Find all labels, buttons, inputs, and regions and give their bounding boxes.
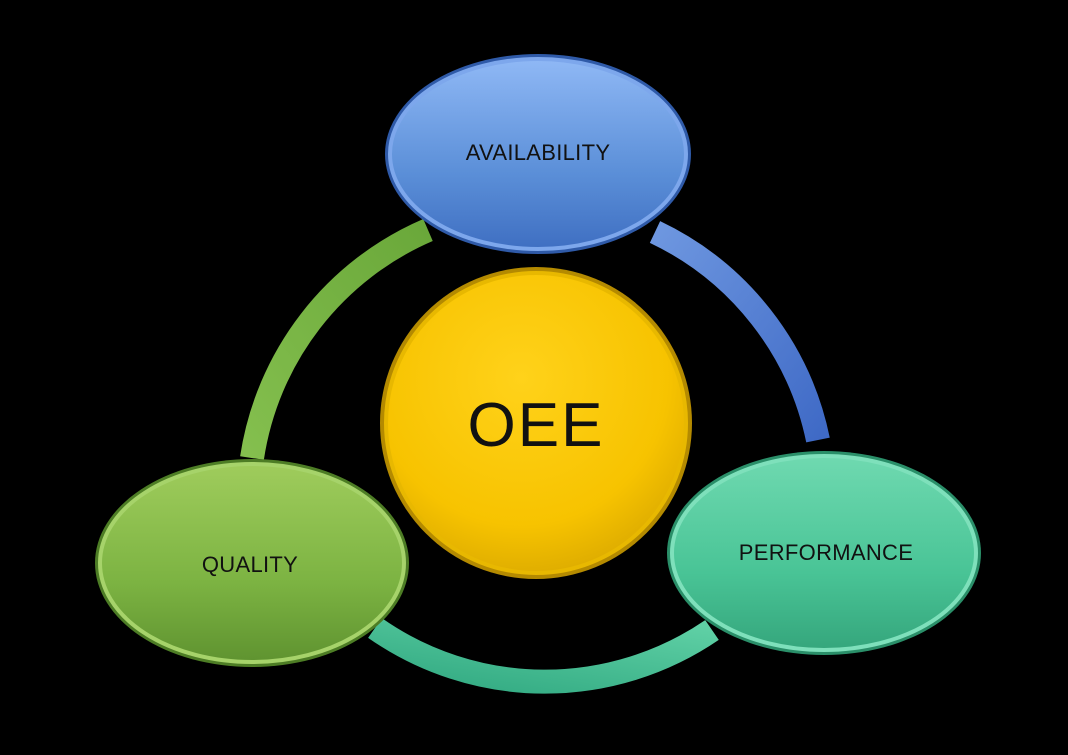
node-quality: QUALITY: [95, 459, 409, 667]
availability-label: AVAILABILITY: [466, 140, 611, 165]
ring-segment-performance-quality: [368, 618, 719, 694]
center-label: OEE: [468, 391, 605, 460]
performance-label: PERFORMANCE: [739, 540, 913, 565]
ring-segment-quality-availability: [240, 218, 433, 460]
quality-label: QUALITY: [202, 552, 298, 577]
ring: [240, 218, 830, 694]
ring-segment-availability-performance: [649, 221, 830, 443]
node-performance: PERFORMANCE: [667, 451, 981, 655]
center-node: OEE: [380, 267, 692, 579]
node-availability: AVAILABILITY: [385, 54, 691, 254]
